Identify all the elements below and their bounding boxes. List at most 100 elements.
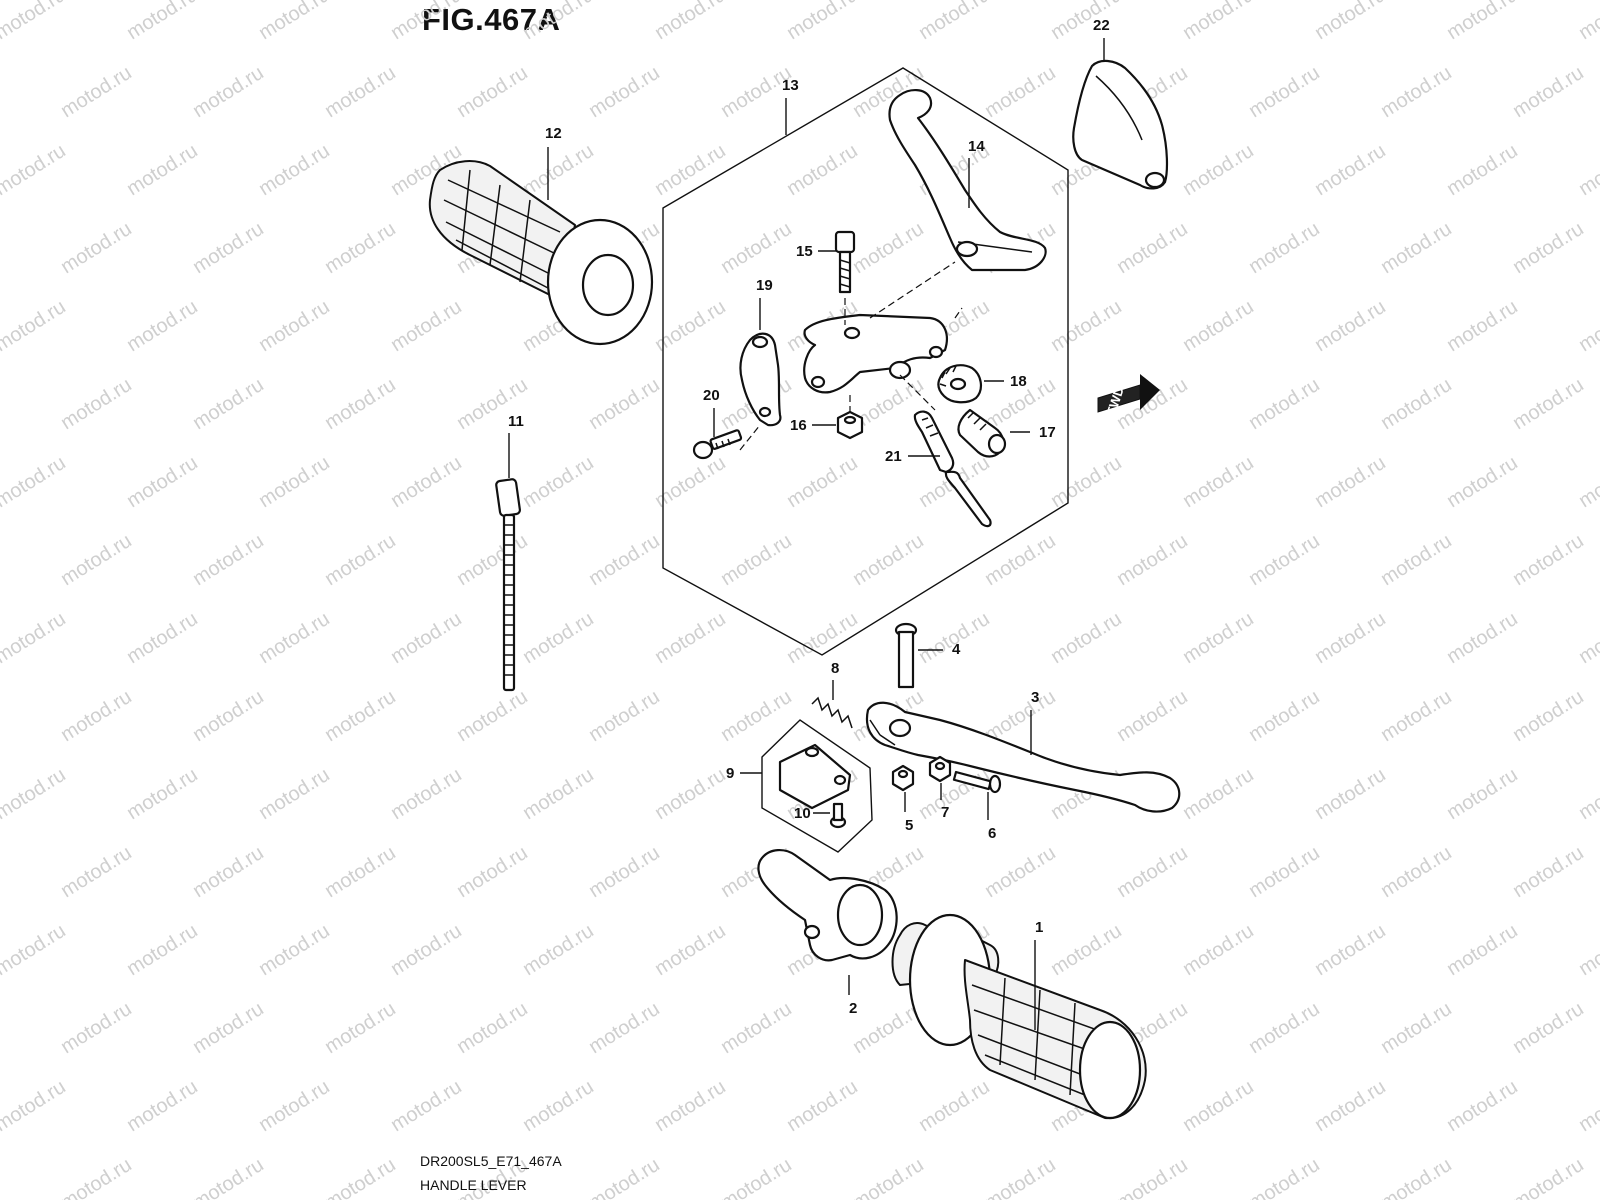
watermark-text: motod.ru [1509,62,1588,122]
watermark-text: motod.ru [717,998,796,1058]
watermark-text: motod.ru [1179,608,1258,668]
watermark-text: motod.ru [1179,140,1258,200]
watermark-text: motod.ru [321,374,400,434]
watermark-text: motod.ru [1245,62,1324,122]
watermark-text: motod.ru [849,218,928,278]
part-3-clutch-lever [865,701,1181,813]
watermark-text: motod.ru [651,0,730,44]
watermark-text: motod.ru [255,920,334,980]
watermark-text: motod.ru [981,530,1060,590]
watermark-text: motod.ru [585,530,664,590]
watermark-text: motod.ru [0,218,4,278]
watermark-text: motod.ru [453,62,532,122]
watermark-text: motod.ru [1443,920,1522,980]
watermark-text: motod.ru [1377,374,1456,434]
watermark-text: motod.ru [57,998,136,1058]
watermark-text: motod.ru [651,608,730,668]
watermark-text: motod.ru [453,530,532,590]
watermark-text: motod.ru [1377,686,1456,746]
callout-8: 8 [831,660,839,677]
watermark-text: motod.ru [1377,62,1456,122]
watermark-text: motod.ru [0,452,70,512]
watermark-text: motod.ru [1575,764,1600,824]
watermark-text: motod.ru [915,608,994,668]
watermark-text: motod.ru [1113,842,1192,902]
watermark-text: motod.ru [321,62,400,122]
callout-17: 17 [1039,424,1056,441]
watermark-text: motod.ru [321,686,400,746]
callout-21: 21 [885,448,902,465]
callout-1: 1 [1035,919,1043,936]
watermark-text: motod.ru [57,1154,136,1200]
callout-11: 11 [508,413,524,430]
watermark-text: motod.ru [57,686,136,746]
watermark-text: motod.ru [1047,296,1126,356]
watermark-text: motod.ru [717,530,796,590]
figure-code: DR200SL5_E71_467A [420,1153,562,1169]
watermark-text: motod.ru [1575,920,1600,980]
watermark-text: motod.ru [1443,764,1522,824]
callout-12: 12 [545,125,562,142]
callout-14: 14 [968,138,985,155]
watermark-text: motod.ru [651,764,730,824]
watermark-text: motod.ru [255,296,334,356]
watermark-text: motod.ru [1509,686,1588,746]
watermark-text: motod.ru [1245,686,1324,746]
watermark-text: motod.ru [0,296,70,356]
callout-18: 18 [1010,373,1027,390]
callout-2: 2 [849,1000,857,1017]
watermark-text: motod.ru [717,218,796,278]
watermark-text: motod.ru [585,998,664,1058]
watermark-text: motod.ru [1377,218,1456,278]
watermark-text: motod.ru [1113,686,1192,746]
part-14-lever [888,89,1047,272]
part-22-lever-cover [1072,59,1169,190]
watermark-text: motod.ru [519,764,598,824]
part-7-nut [928,755,952,783]
callout-16: 16 [790,417,807,434]
leader-dashed-4 [739,424,761,451]
part-16-nut [836,410,864,440]
part-11-cable-tie [495,478,521,692]
watermark-text: motod.ru [915,764,994,824]
watermark-text: motod.ru [387,452,466,512]
watermark-text: motod.ru [0,62,4,122]
watermark-text: motod.ru [1311,1076,1390,1136]
figure-name: HANDLE LEVER [420,1177,527,1193]
watermark-text: motod.ru [189,686,268,746]
watermark-text: motod.ru [585,842,664,902]
callout-4: 4 [952,641,961,658]
watermark-text: motod.ru [1509,218,1588,278]
callout-3: 3 [1031,689,1039,706]
part-15-bolt [834,230,856,294]
leader-dashed-5 [869,261,956,319]
watermark-text: motod.ru [1443,140,1522,200]
watermark-text: motod.ru [1311,764,1390,824]
watermark-text: motod.ru [1443,0,1522,44]
watermark-text: motod.ru [1179,452,1258,512]
watermark-text: motod.ru [981,1154,1060,1200]
watermark-text: motod.ru [0,764,70,824]
watermark-text: motod.ru [57,218,136,278]
watermark-text: motod.ru [0,374,4,434]
watermark-text: motod.ru [849,1154,928,1200]
watermark-text: motod.ru [1575,0,1600,44]
watermark-text: motod.ru [849,530,928,590]
leader-dashed-6 [954,307,963,319]
watermark-text: motod.ru [915,1076,994,1136]
watermark-text: motod.ru [1245,1154,1324,1200]
watermark-text: motod.ru [519,140,598,200]
watermark-text: motod.ru [387,920,466,980]
part-5-nut [891,764,915,792]
watermark-text: motod.ru [519,0,598,44]
watermark-text: motod.ru [0,0,70,44]
watermark-text: motod.ru [321,530,400,590]
watermark-text: motod.ru [981,62,1060,122]
watermark-text: motod.ru [1179,1076,1258,1136]
watermark-text: motod.ru [387,1076,466,1136]
watermark-text: motod.ru [651,1076,730,1136]
part-21-cable [913,410,992,528]
part-9-switch-box [761,719,873,853]
watermark-text: motod.ru [123,452,202,512]
watermark-text: motod.ru [1113,218,1192,278]
